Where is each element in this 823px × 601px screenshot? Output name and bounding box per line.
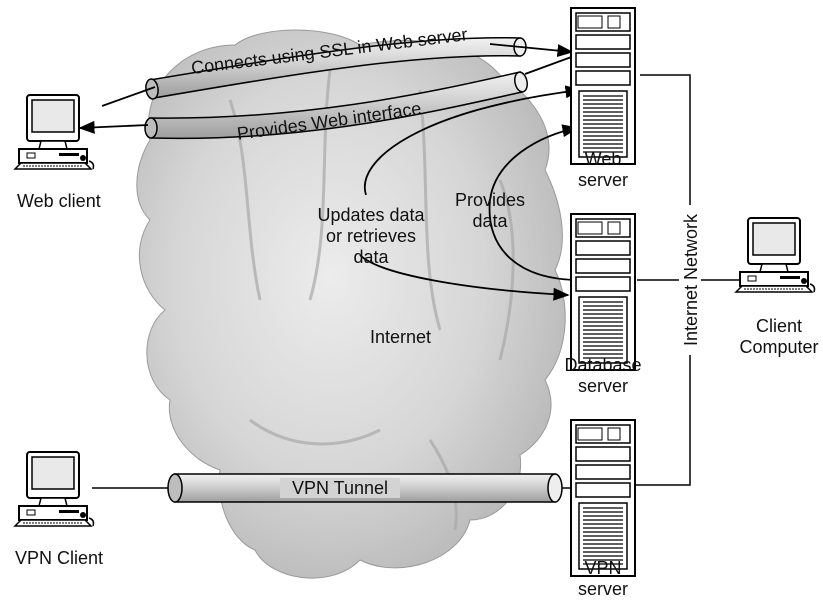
updates-arrow-down <box>359 254 570 301</box>
vpn-tunnel-label: VPN Tunnel <box>292 478 388 498</box>
vpn-client-label: VPN Client <box>15 548 104 568</box>
cloud-shading <box>228 69 515 531</box>
updates-arrow-up <box>363 85 582 196</box>
provides-data-label: Provides data <box>450 190 530 232</box>
client-computer-icon <box>735 217 816 293</box>
ssl-request-arrow <box>101 44 572 107</box>
internet-cloud-label: Internet <box>370 327 432 347</box>
vpn-client-computer-icon <box>14 451 95 527</box>
web-server-icon <box>570 7 636 165</box>
vpn-server-label: VPN server <box>563 558 643 600</box>
updates-data-label: Updates data or retrieves data <box>312 205 430 268</box>
provides-data-line-2: data <box>472 211 508 231</box>
database-server-line-1: Database <box>564 355 642 375</box>
database-server-label: Database server <box>558 355 648 397</box>
web-interface-tunnel <box>144 71 528 140</box>
provides-arrow <box>488 124 581 281</box>
web-server-line-1: Web <box>584 149 622 169</box>
updates-data-line-2: or retrieves <box>325 226 417 246</box>
database-server-icon <box>570 213 636 371</box>
updates-data-line-3: data <box>353 247 389 267</box>
web-client-computer-icon <box>14 94 95 170</box>
client-computer-label: Client Computer <box>735 316 823 358</box>
client-computer-line-2: Computer <box>739 337 819 357</box>
vpn-server-line-1: VPN <box>584 558 622 578</box>
updates-data-line-1: Updates data <box>317 205 425 225</box>
web-server-label: Web server <box>563 149 643 191</box>
web-server-line-2: server <box>577 170 628 190</box>
provides-data-line-1: Provides <box>454 190 526 210</box>
web-client-label: Web client <box>17 191 101 211</box>
client-computer-line-1: Client <box>755 316 803 336</box>
vpn-server-line-2: server <box>577 579 628 599</box>
internet-network-label: Internet Network <box>681 213 701 346</box>
vpn-server-icon <box>570 419 636 577</box>
database-server-line-2: server <box>577 376 628 396</box>
